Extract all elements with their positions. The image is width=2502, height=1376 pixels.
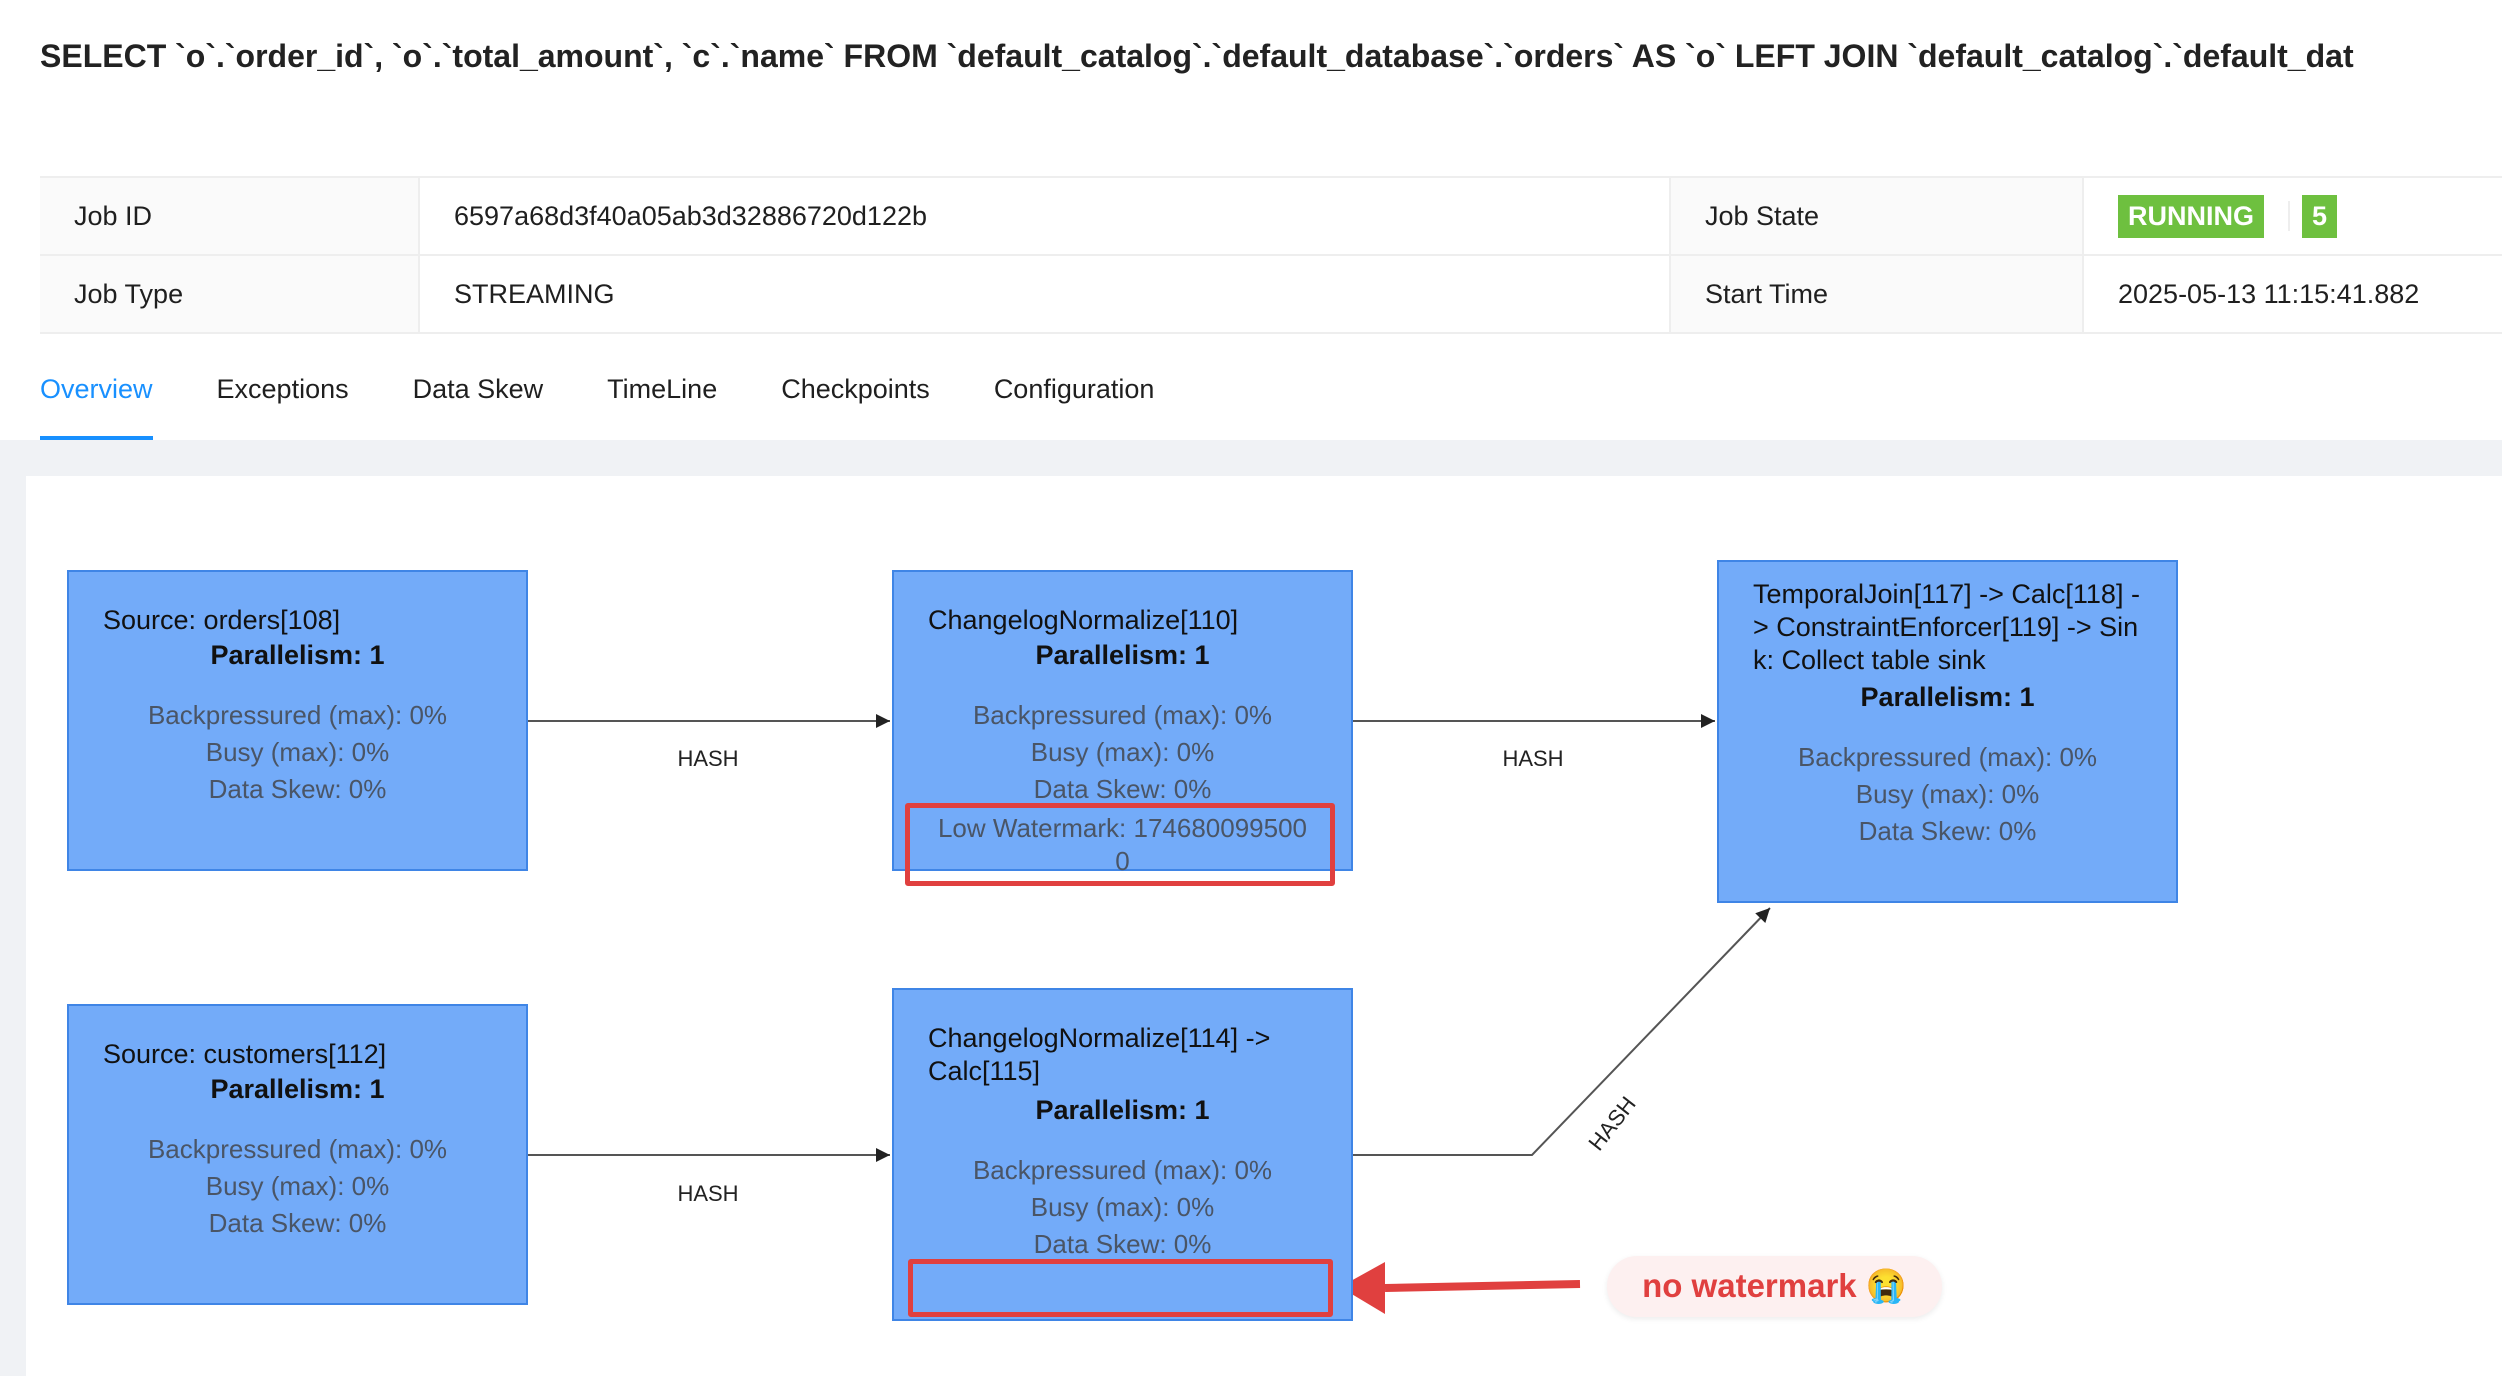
node-parallelism: Parallelism: 1 [1860, 682, 2035, 712]
tab-timeline[interactable]: TimeLine [607, 374, 718, 404]
job-state-label: Job State [1671, 178, 2084, 254]
job-type-value: STREAMING [420, 256, 1671, 332]
divider [2288, 201, 2290, 231]
highlight-box-watermark [905, 803, 1335, 886]
edge-label: HASH [1583, 1092, 1640, 1156]
info-row: Job ID 6597a68d3f40a05ab3d32886720d122b … [40, 178, 2502, 256]
annotation-arrow [1384, 1280, 1581, 1292]
job-sql-title: SELECT `o`.`order_id`, `o`.`total_amount… [40, 38, 2354, 74]
edge-normalize-calc-to-join[interactable] [1353, 907, 1771, 1156]
node-data-skew: Data Skew: 0% [208, 774, 387, 804]
tab-overview[interactable]: Overview [40, 374, 153, 440]
graph-node-changelog-normalize-114-calc[interactable]: ChangelogNormalize[114] -> Calc[115] Par… [892, 988, 1353, 1321]
graph-node-changelog-normalize-110[interactable]: ChangelogNormalize[110] Parallelism: 1 B… [892, 570, 1353, 876]
edge-label: HASH [677, 1181, 738, 1206]
node-backpressure: Backpressured (max): 0% [147, 700, 448, 730]
node-busy: Busy (max): 0% [1030, 1192, 1215, 1222]
node-parallelism: Parallelism: 1 [1035, 1095, 1210, 1125]
graph-node-source-customers[interactable]: Source: customers[112] Parallelism: 1 Ba… [67, 1004, 528, 1305]
annotation-arrowhead [1340, 1262, 1385, 1314]
node-backpressure: Backpressured (max): 0% [1797, 742, 2098, 772]
job-state-value: RUNNING 5 [2084, 178, 2502, 254]
node-parallelism: Parallelism: 1 [210, 640, 385, 670]
info-row: Job Type STREAMING Start Time 2025-05-13… [40, 256, 2502, 334]
graph-node-temporal-join-sink[interactable]: TemporalJoin[117] -> Calc[118] -> Constr… [1717, 560, 2178, 903]
node-title: Source: customers[112] [103, 1039, 387, 1069]
start-time-label: Start Time [1671, 256, 2084, 332]
node-title: ChangelogNormalize[110] [928, 605, 1239, 635]
tab-checkpoints[interactable]: Checkpoints [781, 374, 930, 404]
node-title: ChangelogNormalize[114] -> Calc[115] [928, 1023, 1271, 1086]
node-backpressure: Backpressured (max): 0% [972, 700, 1273, 730]
highlight-box-missing-watermark [908, 1259, 1333, 1317]
status-badge: RUNNING [2118, 194, 2264, 238]
tab-data-skew[interactable]: Data Skew [412, 374, 544, 404]
node-title: Source: orders[108] [103, 605, 341, 635]
node-data-skew: Data Skew: 0% [1858, 816, 2037, 846]
start-time-value: 2025-05-13 11:15:41.882 [2118, 278, 2420, 309]
node-parallelism: Parallelism: 1 [210, 1074, 385, 1104]
job-info-table: Job ID 6597a68d3f40a05ab3d32886720d122b … [40, 176, 2502, 334]
node-data-skew: Data Skew: 0% [1033, 774, 1212, 804]
graph-node-source-orders[interactable]: Source: orders[108] Parallelism: 1 Backp… [67, 570, 528, 871]
tab-configuration[interactable]: Configuration [993, 374, 1155, 404]
node-low-watermark: Low Watermark: 1746800995000 [937, 813, 1308, 876]
task-count-badge: 5 [2302, 194, 2338, 238]
node-parallelism: Parallelism: 1 [1035, 640, 1210, 670]
tab-exceptions[interactable]: Exceptions [216, 374, 349, 404]
node-backpressure: Backpressured (max): 0% [147, 1134, 448, 1164]
node-busy: Busy (max): 0% [1855, 779, 2040, 809]
node-title: TemporalJoin[117] -> Calc[118] -> Constr… [1753, 579, 2140, 675]
edge-label: HASH [1502, 746, 1563, 771]
node-data-skew: Data Skew: 0% [208, 1208, 387, 1238]
job-id-label: Job ID [40, 178, 420, 254]
annotation-callout: no watermark 😭 [1607, 1256, 1942, 1317]
tab-bar: Overview Exceptions Data Skew TimeLine C… [40, 374, 1218, 440]
node-data-skew: Data Skew: 0% [1033, 1229, 1212, 1259]
node-busy: Busy (max): 0% [1030, 737, 1215, 767]
node-backpressure: Backpressured (max): 0% [972, 1155, 1273, 1185]
job-type-label: Job Type [40, 256, 420, 332]
node-busy: Busy (max): 0% [205, 737, 390, 767]
edge-label: HASH [677, 746, 738, 771]
job-id-value: 6597a68d3f40a05ab3d32886720d122b [420, 178, 1671, 254]
node-busy: Busy (max): 0% [205, 1171, 390, 1201]
